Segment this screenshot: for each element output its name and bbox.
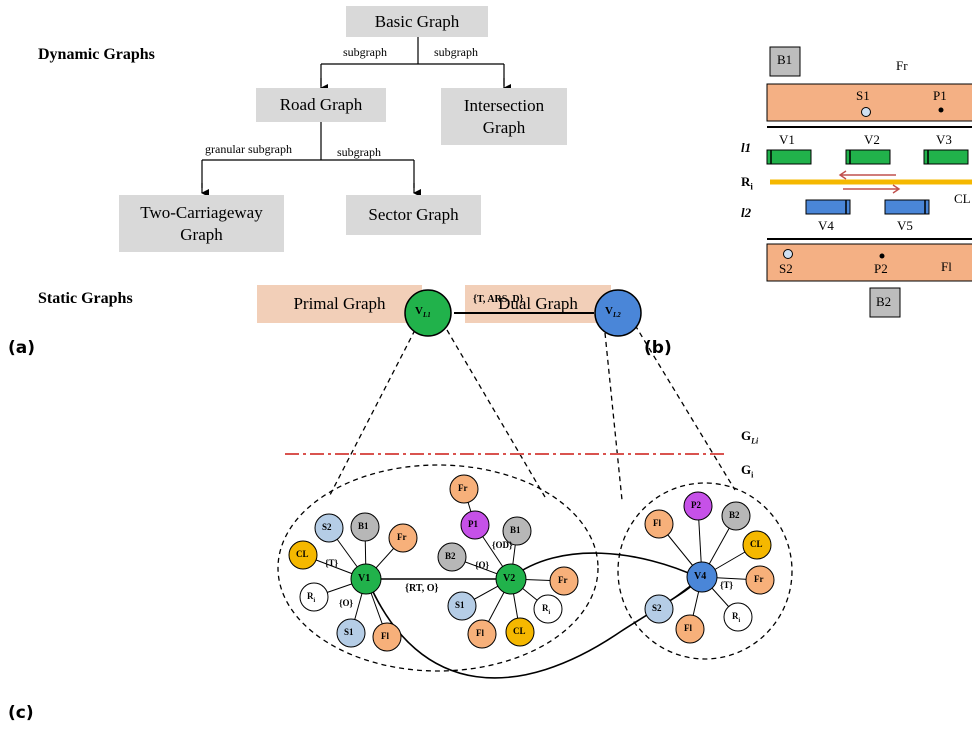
edge-od-label: {OD} [492,540,513,550]
node-b1: B1 [358,521,369,531]
static-graphs-label: Static Graphs [38,290,133,307]
label-b1: B1 [777,52,793,67]
node-cl: CL [296,549,309,559]
label-v4: V4 [818,218,834,233]
node-s2: S2 [652,603,662,613]
edge-label-subgraph: subgraph [337,145,381,159]
node-fl: Fl [476,628,484,638]
edge-o-label: {O} [339,598,354,608]
label-fl: Fl [941,259,952,274]
basic-graph-node: Basic Graph [346,6,488,37]
panel-c-letter: (c) [8,703,34,723]
node-ri: Ri [542,603,551,616]
label-v2: V2 [864,132,880,147]
label-v3: V3 [936,132,952,147]
label-b2: B2 [876,294,892,309]
node-b1: B1 [510,525,521,535]
node-p2: P2 [691,500,701,510]
label-p1: P1 [933,88,947,103]
node-p1: P1 [468,519,478,529]
edge-o-label: {O} [475,560,490,570]
node-s1: S1 [344,627,354,637]
label-l1: l1 [741,140,752,155]
panel-b-letter: (b) [644,338,672,358]
label-v1: V1 [779,132,795,147]
road-graph-node: Road Graph [256,88,386,122]
node-fl: Fl [684,623,692,633]
label-v5: V5 [897,218,913,233]
node-cl: CL [513,626,526,636]
primal-graph-node: Primal Graph [257,285,422,323]
top-edge-label: {T, ARS, D} [473,294,524,305]
node-cl: CL [750,539,763,549]
node-b2: B2 [445,551,456,561]
node-ri: Ri [307,591,316,604]
edge-rt-o-label: {RT, O} [405,583,439,594]
node-fr: Fr [754,574,764,584]
dynamic-graphs-label: Dynamic Graphs [38,46,155,63]
node-v1: V1 [358,573,371,584]
node-fl: Fl [381,631,389,641]
label-s2: S2 [779,261,793,276]
edge-label-subgraph: subgraph [343,45,387,59]
node-v2: V2 [503,573,516,584]
node-fr: Fr [397,532,407,542]
panel-a-letter: (a) [8,338,36,358]
edge-label-subgraph: subgraph [434,45,478,59]
node-s2: S2 [322,522,332,532]
label-gli: GLi [741,428,759,446]
node-fl: Fl [653,518,661,528]
node-vl1: VL1 [415,305,431,320]
node-v4: V4 [694,571,707,582]
node-b2: B2 [729,510,740,520]
edge-t-label: {T} [720,580,734,590]
node-ri: Ri [732,611,741,624]
label-p2: P2 [874,261,888,276]
node-s1: S1 [455,600,465,610]
label-cl: CL [954,191,971,206]
label-fr: Fr [896,58,908,73]
node-fr: Fr [558,575,568,585]
dual-graph-node: Dual Graph [465,285,611,323]
intersection-graph-node: Intersection Graph [441,88,567,145]
label-gi: Gi [741,462,754,480]
node-fr: Fr [458,483,468,493]
label-l2: l2 [741,205,752,220]
edge-label-granular-subgraph: granular subgraph [205,142,292,156]
label-ri: Ri [741,174,753,192]
sector-graph-node: Sector Graph [346,195,481,235]
edge-t-label: {T} [325,558,339,568]
two-carriageway-graph-node: Two-Carriageway Graph [119,195,284,252]
node-vl2: VL2 [605,305,621,320]
label-s1: S1 [856,88,870,103]
